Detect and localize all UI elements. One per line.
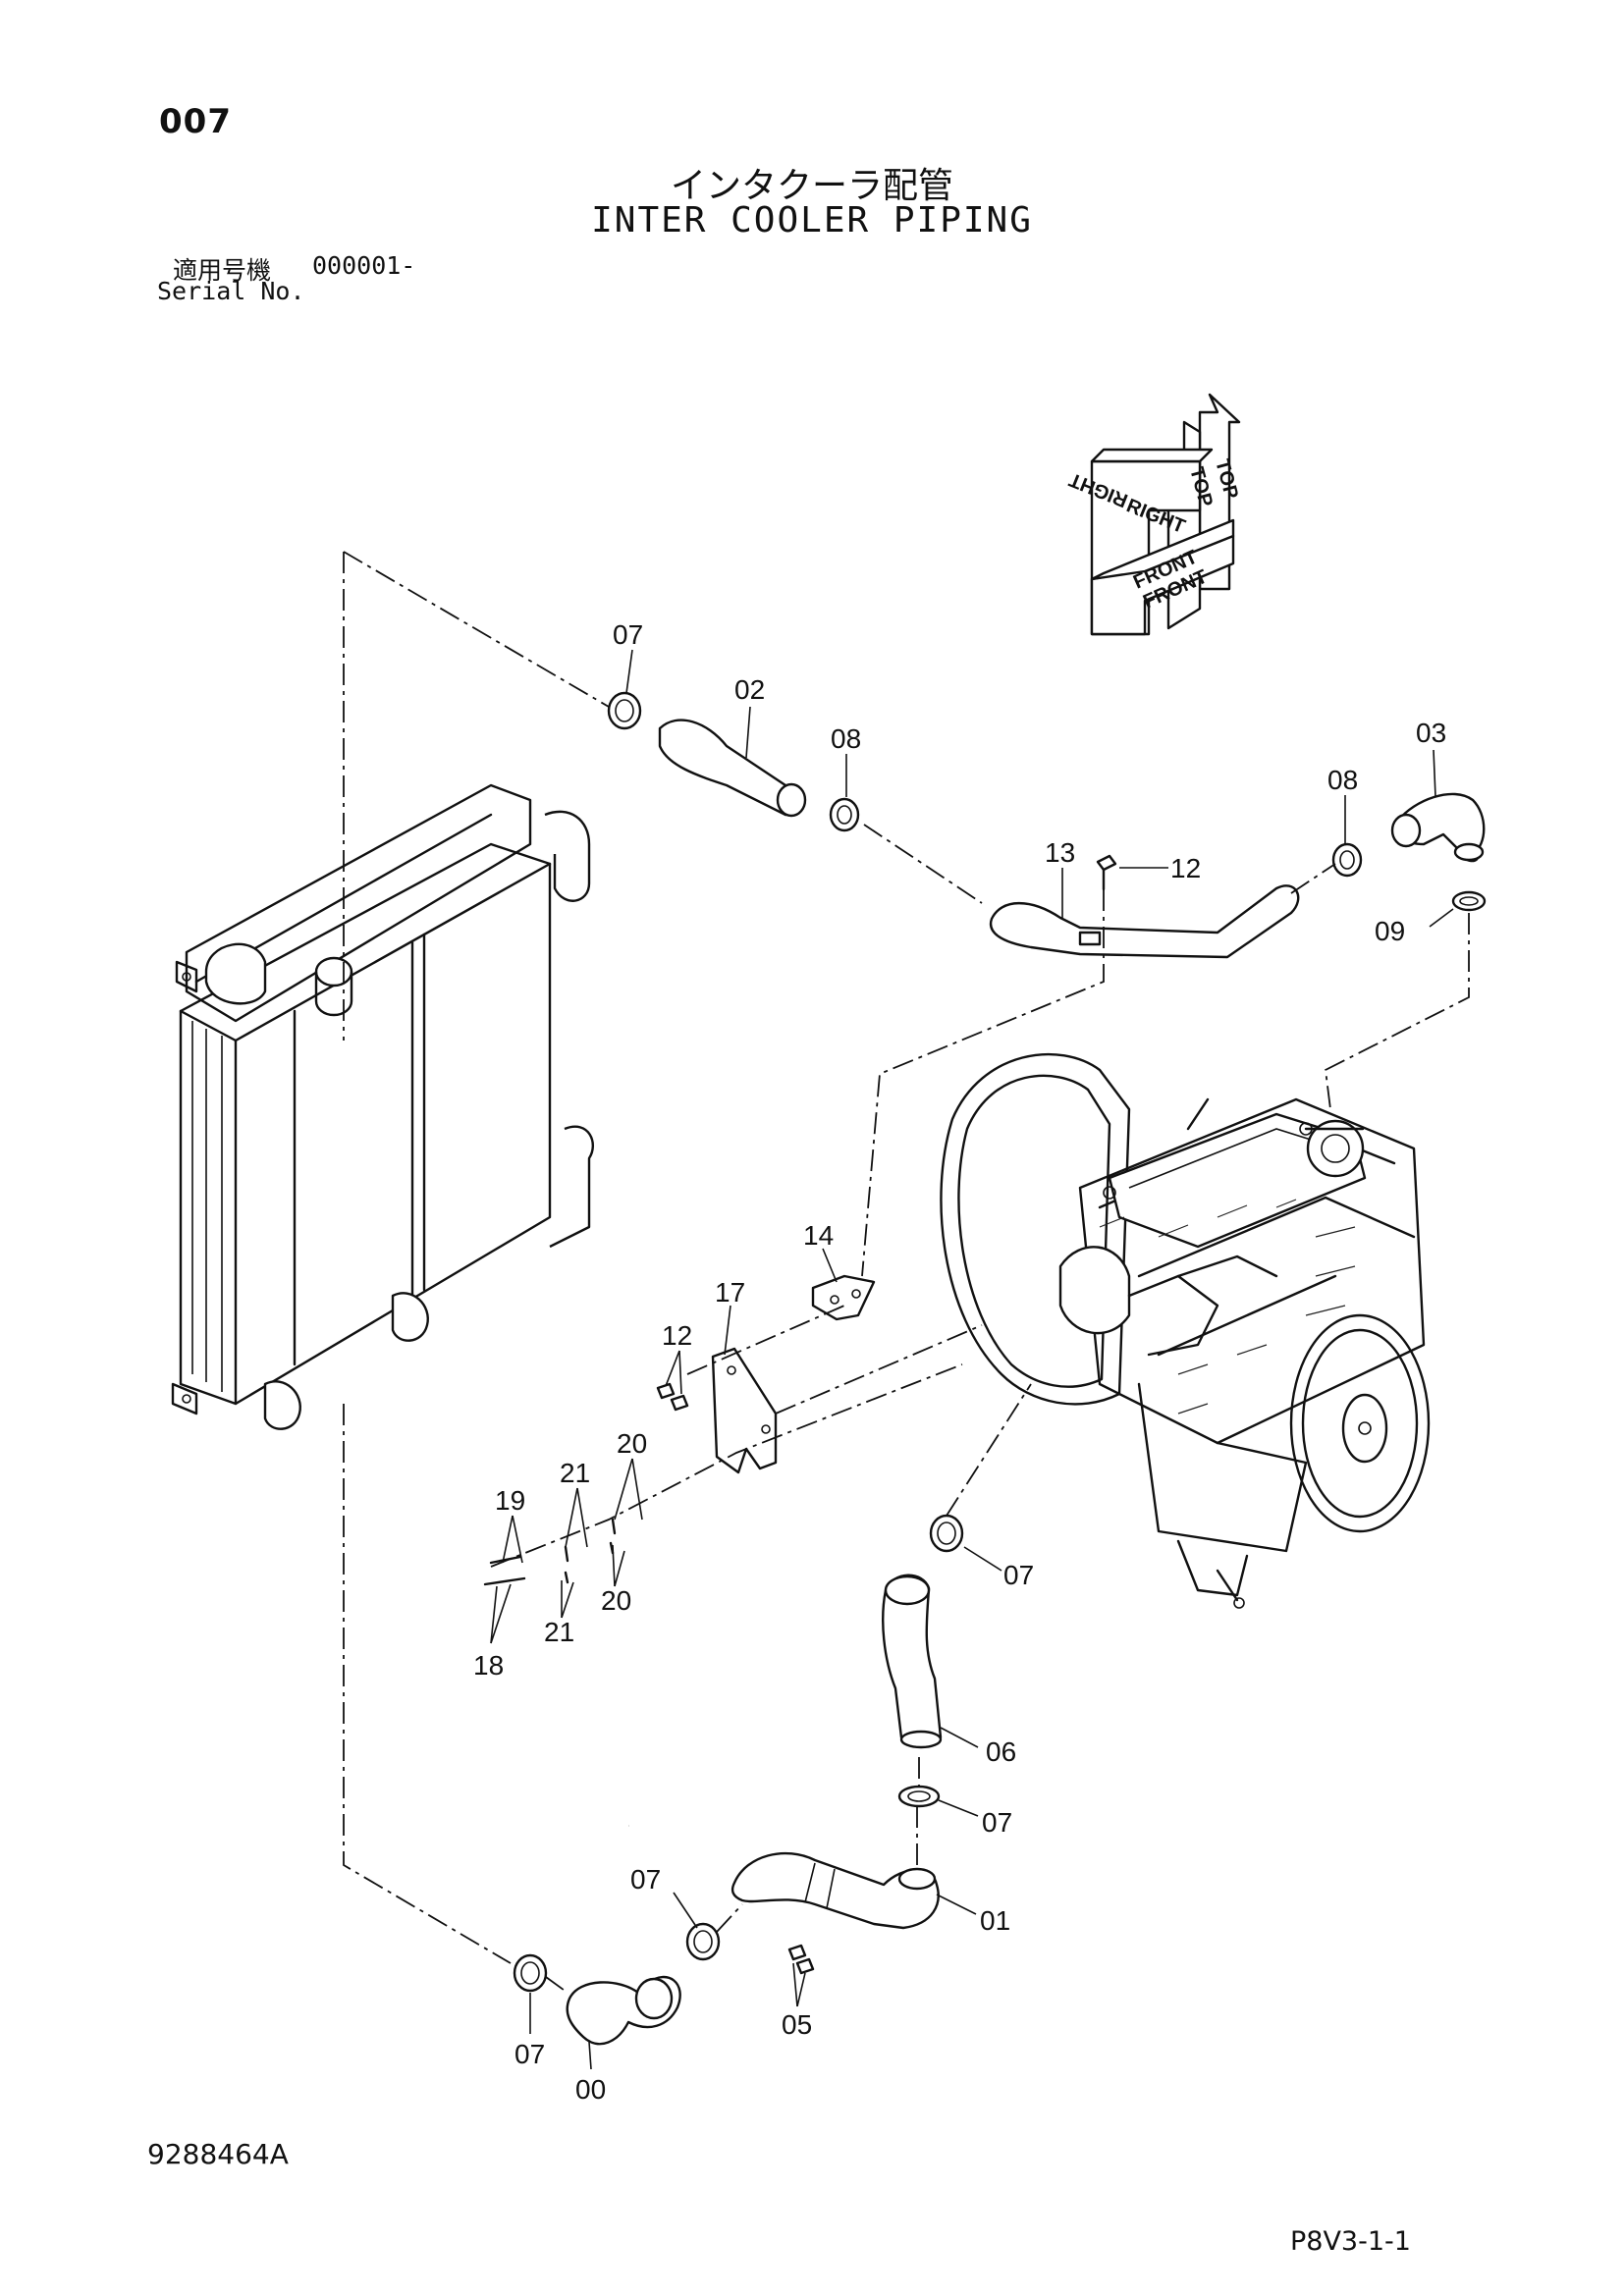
hose-00 [566,1976,681,2046]
callout-19: 19 [495,1485,525,1516]
document-number: 9288464A [147,2138,289,2170]
callout-08: 08 [831,723,861,754]
page-title-japanese: インタクーラ配管 [670,166,953,206]
callout-20-bottom: 20 [601,1585,631,1616]
pipe-13 [989,884,1300,959]
bracket-14 [811,1274,876,1321]
bolt-12-mid [656,1382,689,1412]
page-number: 007 [159,102,232,141]
bolt-12-top [1096,854,1117,891]
callout-01: 01 [980,1905,1010,1936]
leader-lines [490,649,1454,2070]
clamp-07-top [607,691,642,730]
callout-09: 09 [1375,916,1405,946]
callout-07-left: 07 [630,1864,661,1895]
orientation-indicator: TOP TOP RIGHT RIGHT FRONT FRONT [1066,393,1242,636]
hose-01 [731,1851,940,1930]
callout-08-right: 08 [1327,765,1358,795]
callout-02: 02 [734,674,765,705]
callout-03: 03 [1416,718,1446,748]
callout-07-mid: 07 [1003,1560,1034,1590]
hose-06 [882,1574,943,1749]
callout-21-bottom: 21 [544,1617,574,1647]
clamp-07-bottom [513,1953,548,1993]
callout-12-mid: 12 [662,1320,692,1351]
callout-00: 00 [575,2074,606,2105]
callout-07-bottom: 07 [514,2039,545,2069]
callout-05: 05 [782,2009,812,2040]
fasteners-18-21 [483,1518,617,1586]
callout-20-top: 20 [617,1428,647,1459]
connection-lines [343,551,1470,1994]
clamp-08-left [829,797,860,832]
serial-value: 000001- [312,251,416,280]
clamp-07-lower-left [685,1922,721,1961]
clamp-09 [1451,890,1487,912]
callout-21-top: 21 [560,1458,590,1488]
page-code: P8V3-1-1 [1290,2226,1411,2257]
page-title: INTER COOLER PIPING [591,200,1033,240]
bolts-05 [787,1944,815,1975]
bracket-17 [711,1347,778,1474]
callout-13: 13 [1045,837,1075,868]
callout-14: 14 [803,1220,834,1251]
callout-18: 18 [473,1650,504,1681]
clamp-07-mid [929,1514,964,1553]
callout-12-top: 12 [1170,853,1201,883]
engine-assembly [940,1052,1431,1609]
callout-07: 07 [613,619,643,650]
serial-label: Serial No. [157,277,305,305]
hose-03 [1390,792,1486,863]
callout-07-lower: 07 [982,1807,1012,1838]
intercooler-radiator [171,783,594,1430]
hose-02 [658,719,807,818]
callout-17: 17 [715,1277,745,1308]
clamp-08-right [1331,842,1363,878]
serial-label-japanese: 適用号機 [173,256,272,285]
callout-labels: 07 02 08 03 08 13 12 09 14 17 12 20 21 1… [473,619,1446,2105]
callout-06: 06 [986,1736,1016,1767]
clamp-07-lower [897,1785,941,1808]
